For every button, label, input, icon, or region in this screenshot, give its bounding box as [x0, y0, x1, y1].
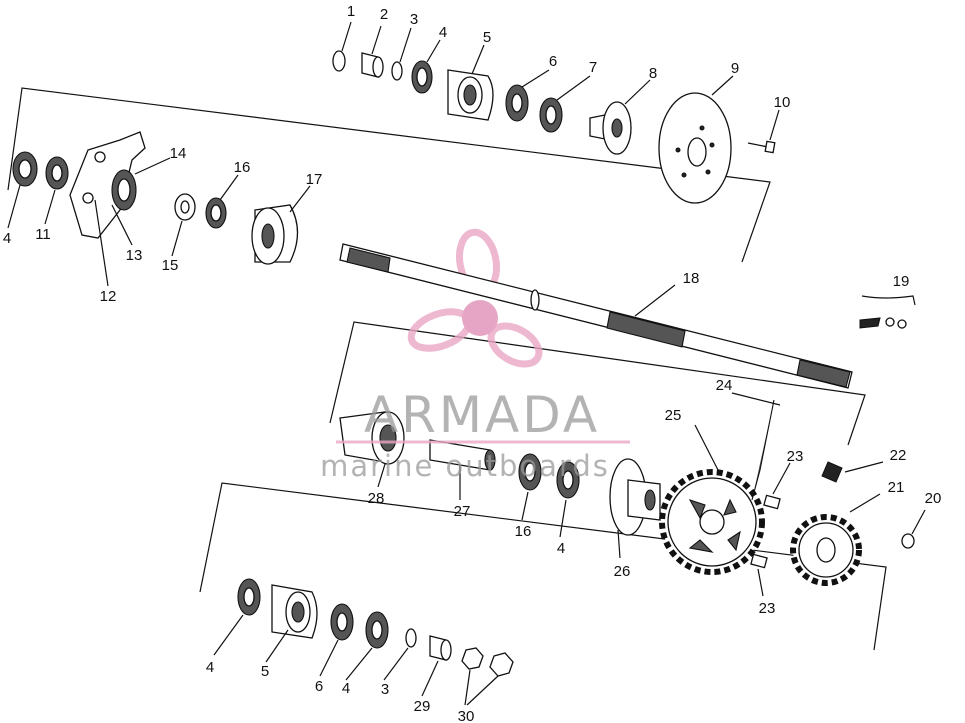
part-3-o-ring-bottom — [405, 628, 417, 648]
callout-19: 19 — [893, 273, 910, 290]
callout-17: 17 — [306, 171, 323, 188]
callout-20: 20 — [925, 490, 942, 507]
part-23-pin-lower — [750, 553, 768, 569]
callout-10: 10 — [774, 94, 791, 111]
callout-16-mid: 16 — [515, 523, 532, 540]
callout-21: 21 — [888, 479, 905, 496]
callout-9: 9 — [731, 60, 739, 77]
part-18-axle — [339, 243, 853, 389]
part-22-chain-segment — [821, 461, 843, 483]
callout-30: 30 — [458, 708, 475, 723]
callout-6-bottom: 6 — [315, 678, 323, 695]
callout-18: 18 — [683, 270, 700, 287]
part-1-snap-ring — [332, 50, 346, 72]
watermark-brand: ARMADA — [364, 386, 600, 444]
callout-4-b1: 4 — [206, 659, 214, 676]
top-row-parts — [332, 50, 776, 204]
callout-28: 28 — [368, 490, 385, 507]
leader-lines — [7, 21, 926, 706]
callout-2-top: 2 — [380, 6, 388, 23]
callout-13: 13 — [126, 247, 143, 264]
part-20-nut — [901, 533, 915, 549]
callout-4-b2: 4 — [342, 680, 350, 697]
callout-5-bottom: 5 — [261, 663, 269, 680]
callout-26: 26 — [614, 563, 631, 580]
callout-24: 24 — [716, 377, 733, 394]
callout-23-bottom: 23 — [759, 600, 776, 617]
left-row-parts — [12, 131, 299, 265]
callout-8: 8 — [649, 65, 657, 82]
callout-4-left: 4 — [3, 230, 11, 247]
part-30-nut-1 — [461, 647, 484, 670]
part-12-caliper-bracket — [69, 131, 146, 239]
callout-16-left: 16 — [234, 159, 251, 176]
callout-3-top: 3 — [410, 11, 418, 28]
callout-11: 11 — [35, 226, 51, 243]
bracket-lower — [199, 482, 887, 651]
bottom-row-parts — [237, 578, 514, 677]
callout-25: 25 — [665, 407, 682, 424]
middle-row-parts — [339, 399, 915, 586]
callout-27: 27 — [454, 503, 471, 520]
part-callouts: 1 2 3 4 5 6 7 8 9 10 14 16 17 4 11 13 15… — [3, 3, 942, 723]
callout-23-top: 23 — [787, 448, 804, 465]
callout-1-top: 1 — [347, 3, 355, 20]
part-24-chain — [751, 399, 775, 501]
part-10-bolt — [747, 142, 769, 148]
callout-14: 14 — [170, 145, 187, 162]
bracket-19 — [861, 295, 916, 306]
part-30-nut-2 — [489, 652, 514, 677]
part-3-o-ring — [391, 61, 403, 81]
bracket-upper — [7, 87, 771, 263]
callout-6-top: 6 — [549, 53, 557, 70]
part-23-pin-upper — [763, 494, 781, 510]
callout-4-mid: 4 — [557, 540, 565, 557]
bracket-middle — [329, 321, 866, 446]
callout-15: 15 — [162, 257, 179, 274]
group-brackets — [7, 87, 916, 651]
part-19-chain-link — [859, 317, 907, 329]
callout-3-bottom: 3 — [381, 681, 389, 698]
callout-29: 29 — [414, 698, 431, 715]
callout-12: 12 — [100, 288, 117, 305]
watermark-tagline: marine outboards — [320, 449, 610, 483]
callout-4-top: 4 — [439, 24, 447, 41]
callout-5-top: 5 — [483, 29, 491, 46]
watermark: ARMADA marine outboards — [320, 386, 630, 483]
callout-22: 22 — [890, 447, 907, 464]
callout-7: 7 — [589, 59, 597, 76]
